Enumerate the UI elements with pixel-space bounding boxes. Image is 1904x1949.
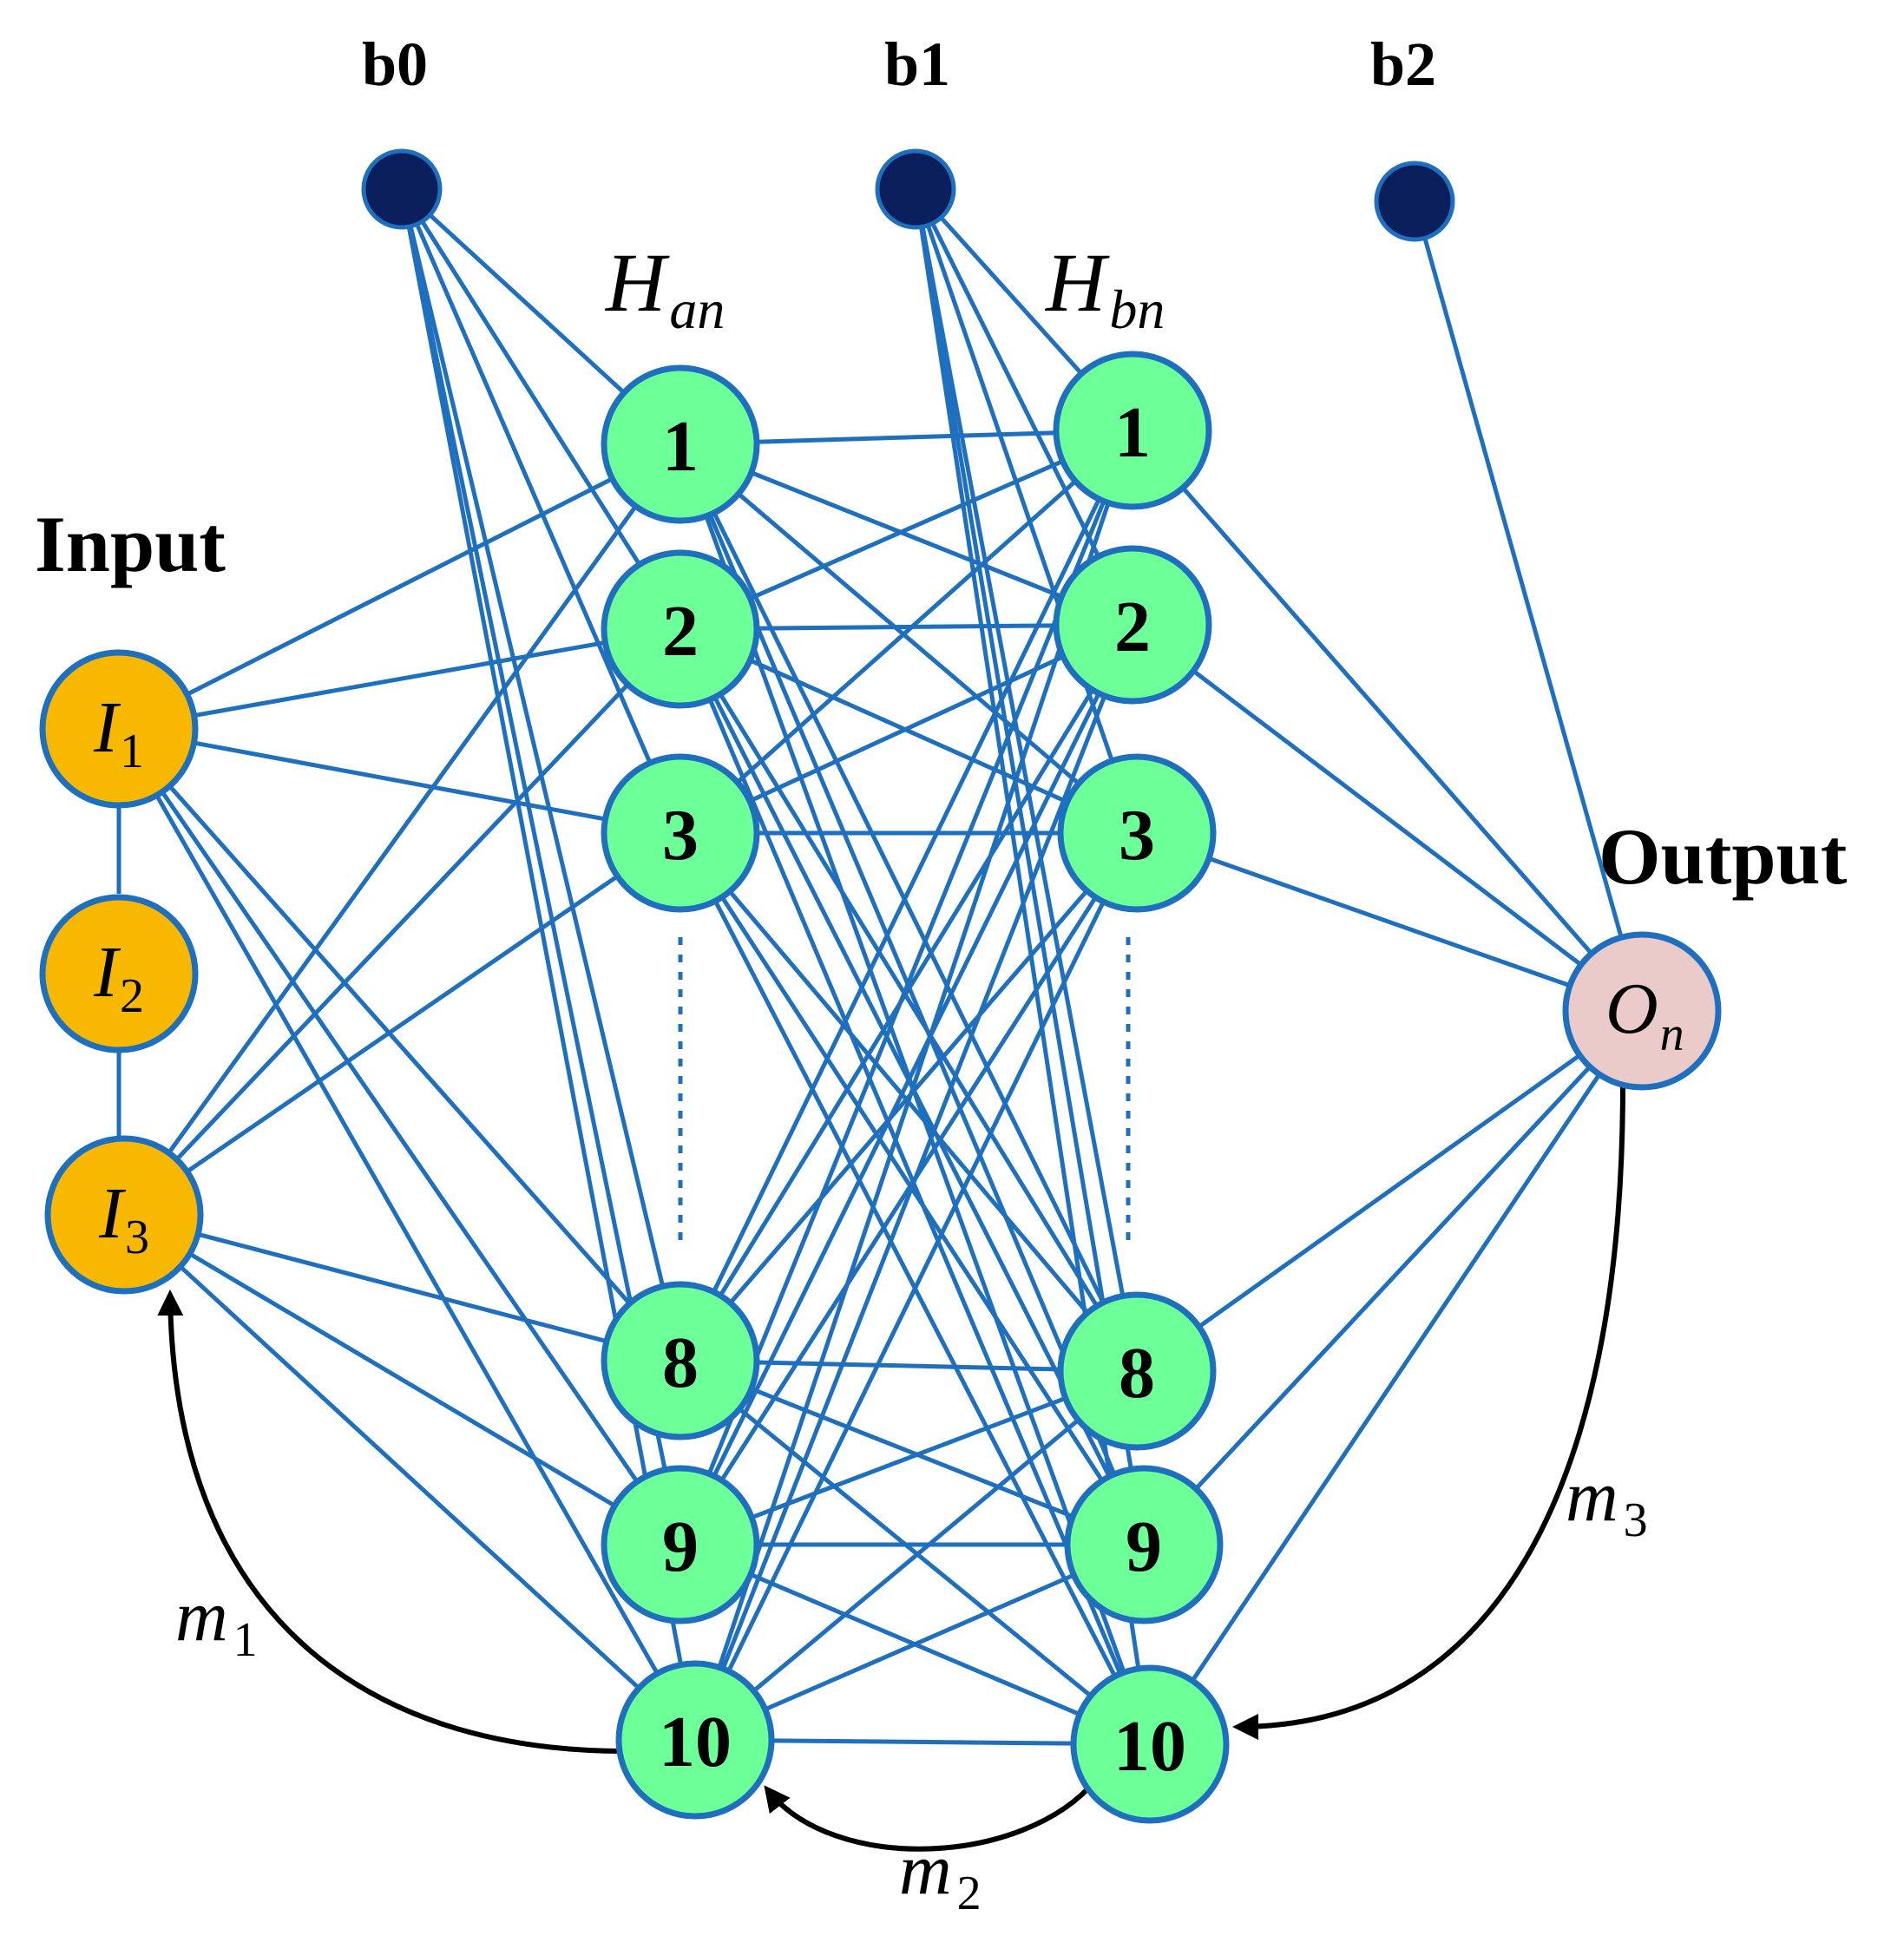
connection-I3-a9 [188, 1251, 616, 1508]
output-title: Output [1599, 812, 1848, 901]
connection-I1-a10 [154, 794, 660, 1675]
bias-node-b0 [361, 148, 443, 230]
connection-b1-c2 [917, 195, 1101, 558]
connection-b0-a8 [401, 197, 666, 1287]
connection-b0-a9 [401, 197, 667, 1471]
layer-b-node-1: 1 [1053, 351, 1212, 510]
connection-a2-c1 [749, 459, 1064, 600]
svg-text:9: 9 [1126, 1506, 1162, 1587]
connection-a10-c8 [752, 1418, 1080, 1693]
output-node-On: On [1562, 931, 1722, 1091]
svg-text:I3: I3 [98, 1173, 149, 1264]
svg-text:2: 2 [1114, 587, 1151, 667]
connection-a8-c10 [738, 1407, 1093, 1698]
connection-a8-c8 [756, 1360, 1061, 1372]
connection-c2-On [1192, 669, 1583, 967]
connection-a9-c3 [719, 896, 1098, 1482]
connection-I3-a2 [174, 683, 630, 1161]
svg-text:1: 1 [1114, 392, 1151, 473]
input-node-I3: I3 [44, 1135, 204, 1295]
bias-node-b1 [875, 148, 956, 230]
connection-I1-a8 [167, 784, 632, 1305]
connection-a1-c1 [756, 430, 1057, 444]
connection-lines [154, 193, 1624, 1746]
connection-a9-c8 [751, 1395, 1067, 1520]
bias-label-b1: b1 [884, 30, 950, 99]
connection-I1-a9 [160, 791, 640, 1483]
connection-c3-On [1208, 856, 1571, 988]
bias-label-b0: b0 [362, 30, 428, 99]
connection-a8-c1 [712, 498, 1101, 1293]
connection-b1-c9 [915, 197, 1133, 1470]
connection-a10-c2 [720, 695, 1107, 1670]
feedback-arc-m3 [1232, 1084, 1625, 1740]
connection-c10-On [1190, 1073, 1602, 1683]
svg-text:I1: I1 [93, 687, 144, 778]
input-node-I1: I1 [39, 649, 199, 809]
svg-text:8: 8 [1119, 1333, 1155, 1414]
connection-I1-a1 [186, 476, 614, 697]
layer-a-node-9: 9 [601, 1465, 760, 1624]
layer-b-node-10: 10 [1070, 1664, 1230, 1824]
feedback-arc-m2 [764, 1779, 1098, 1852]
connection-a9-c1 [706, 500, 1106, 1475]
connection-c8-On [1198, 1053, 1581, 1329]
bias-node-b2 [1374, 161, 1455, 242]
connection-I1-a2 [194, 640, 606, 719]
svg-text:10: 10 [1113, 1706, 1186, 1787]
layer-a-node-1: 1 [601, 364, 760, 524]
layer-a-title: Han [604, 236, 725, 340]
connection-b0-a3 [403, 196, 653, 765]
connection-c1-On [1181, 486, 1593, 955]
connection-a1-c8 [712, 511, 1106, 1304]
svg-text:3: 3 [1119, 795, 1155, 876]
connection-I3-a3 [186, 874, 619, 1174]
input-node-I2: I2 [39, 894, 199, 1053]
connection-b2-On [1415, 208, 1624, 938]
connection-b1-c8 [915, 197, 1126, 1296]
layer-a-node-2: 2 [601, 549, 760, 709]
connection-a2-c10 [707, 699, 1123, 1675]
layer-b-node-2: 2 [1053, 545, 1212, 705]
layer-b-title: Hbn [1044, 236, 1165, 340]
svg-text:1: 1 [662, 406, 699, 487]
layer-b-node-8: 8 [1057, 1291, 1217, 1451]
svg-text:8: 8 [662, 1322, 699, 1403]
svg-text:On: On [1605, 968, 1684, 1061]
svg-text:9: 9 [662, 1506, 699, 1587]
connection-a1-c2 [750, 470, 1063, 599]
connection-a1-c9 [707, 514, 1117, 1475]
layer-a-node-3: 3 [601, 753, 760, 913]
layer-b-node-9: 9 [1064, 1465, 1224, 1624]
layer-a-node-8: 8 [601, 1281, 760, 1440]
input-title: Input [35, 500, 226, 588]
connection-c9-On [1194, 1065, 1592, 1491]
layer-b-node-3: 3 [1057, 753, 1217, 913]
layer-a-node-10: 10 [615, 1660, 775, 1820]
connection-I1-a3 [194, 740, 606, 822]
svg-text:10: 10 [659, 1702, 732, 1782]
connection-b1-c1 [919, 194, 1084, 376]
connection-a10-c1 [717, 502, 1111, 1669]
connection-b0-a2 [404, 195, 642, 566]
connection-a3-c1 [736, 479, 1077, 784]
svg-text:3: 3 [662, 795, 699, 876]
connection-a2-c2 [756, 623, 1057, 631]
connection-a10-c10 [771, 1738, 1074, 1746]
svg-text:I2: I2 [93, 932, 144, 1023]
connection-I3-a8 [197, 1231, 607, 1344]
connection-a10-c9 [764, 1572, 1075, 1712]
connection-I3-a1 [167, 504, 638, 1155]
connection-a1-c3 [737, 492, 1080, 785]
feedback-arc-m1 [157, 1289, 626, 1754]
connection-a2-c8 [718, 692, 1100, 1308]
connection-I3-a10 [179, 1264, 640, 1690]
svg-text:2: 2 [662, 591, 699, 672]
bias-label-b2: b2 [1370, 30, 1436, 99]
connection-b0-a1 [406, 193, 626, 395]
